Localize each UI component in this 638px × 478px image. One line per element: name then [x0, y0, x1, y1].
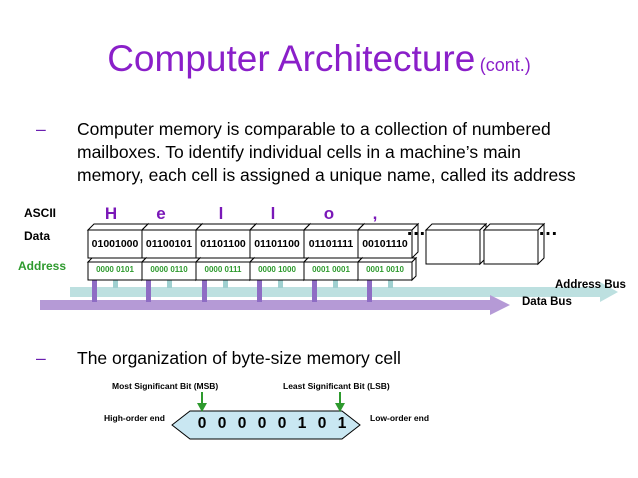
cell-data-bits: 01101100: [200, 238, 246, 250]
address-connector: [167, 279, 172, 288]
bullet-byte-organization: – The organization of byte-size memory c…: [36, 347, 638, 371]
address-box: [356, 256, 418, 282]
cell-address: 0000 0101: [96, 265, 134, 274]
page-title: Computer Architecture (cont.): [0, 38, 638, 80]
byte-bit: 0: [317, 415, 327, 432]
bullet-line: The organization of byte-size memory cel…: [77, 348, 401, 368]
cell-data-bits: 01101100: [254, 238, 300, 250]
ascii-label: ASCII: [24, 206, 57, 220]
cell-address: 0000 0110: [150, 265, 188, 274]
address-label: Address: [18, 259, 67, 273]
bullet-line: memory, each cell is assigned a unique n…: [77, 165, 576, 185]
bullet-dash: –: [36, 119, 46, 139]
address-bus-label: Address Bus: [555, 279, 626, 291]
ascii-char: H: [104, 204, 118, 223]
address-box: [140, 256, 202, 282]
byte-bit: 1: [337, 415, 347, 432]
cell-data-bits: 01101111: [308, 238, 354, 250]
title-sub: (cont.): [479, 55, 531, 75]
cell-address: 0000 0111: [204, 265, 242, 274]
bullet-dash: –: [36, 348, 46, 368]
address-connectors: [113, 279, 393, 288]
ascii-char: ,: [372, 204, 378, 223]
byte-bit: 1: [297, 415, 307, 432]
ascii-char: l: [218, 204, 224, 223]
address-boxes: [86, 256, 418, 282]
byte-cell-box: [171, 410, 361, 440]
address-connector: [278, 279, 283, 288]
cell-data-bits: 00101110: [362, 238, 408, 250]
ascii-char: e: [156, 204, 166, 223]
cell-address: 0001 0010: [366, 265, 404, 274]
ascii-char: l: [270, 204, 276, 223]
data-label: Data: [24, 229, 51, 243]
memory-cell-empty: [482, 222, 546, 266]
data-bus-label: Data Bus: [522, 296, 572, 308]
address-connector: [388, 279, 393, 288]
msb-label: Most Significant Bit (MSB): [112, 381, 219, 391]
cell-address: 0001 0001: [312, 265, 350, 274]
cell-data-bits: 01100101: [145, 238, 193, 250]
memory-cell-empty: [424, 222, 488, 266]
low-order-end-label: Low-order end: [370, 413, 430, 423]
lsb-arrow: [335, 392, 345, 412]
byte-bit: 0: [257, 415, 267, 432]
data-bus-arrow: [40, 295, 510, 315]
high-order-end-label: High-order end: [104, 413, 165, 423]
address-connector: [113, 279, 118, 288]
memory-cells: [86, 222, 546, 266]
byte-bit: 0: [237, 415, 247, 432]
memory-cell: [356, 222, 420, 260]
lsb-label: Least Significant Bit (LSB): [283, 381, 390, 391]
bullet-line: Computer memory is comparable to a colle…: [77, 119, 551, 139]
cell-data-bits: 01001000: [91, 238, 139, 250]
address-connector: [333, 279, 338, 288]
byte-bit: 0: [197, 415, 207, 432]
byte-bit: 0: [217, 415, 227, 432]
address-connector: [223, 279, 228, 288]
byte-bit: 0: [277, 415, 287, 432]
msb-arrow: [197, 392, 207, 412]
ellipsis: …: [538, 218, 558, 240]
cell-address: 0000 1000: [258, 265, 296, 274]
title-main: Computer Architecture: [107, 38, 476, 79]
bullet-memory-description: – Computer memory is comparable to a col…: [36, 118, 638, 190]
bullet-line: mailboxes. To identify individual cells …: [77, 142, 521, 162]
ascii-char: o: [323, 204, 335, 223]
ellipsis: …: [406, 218, 426, 240]
